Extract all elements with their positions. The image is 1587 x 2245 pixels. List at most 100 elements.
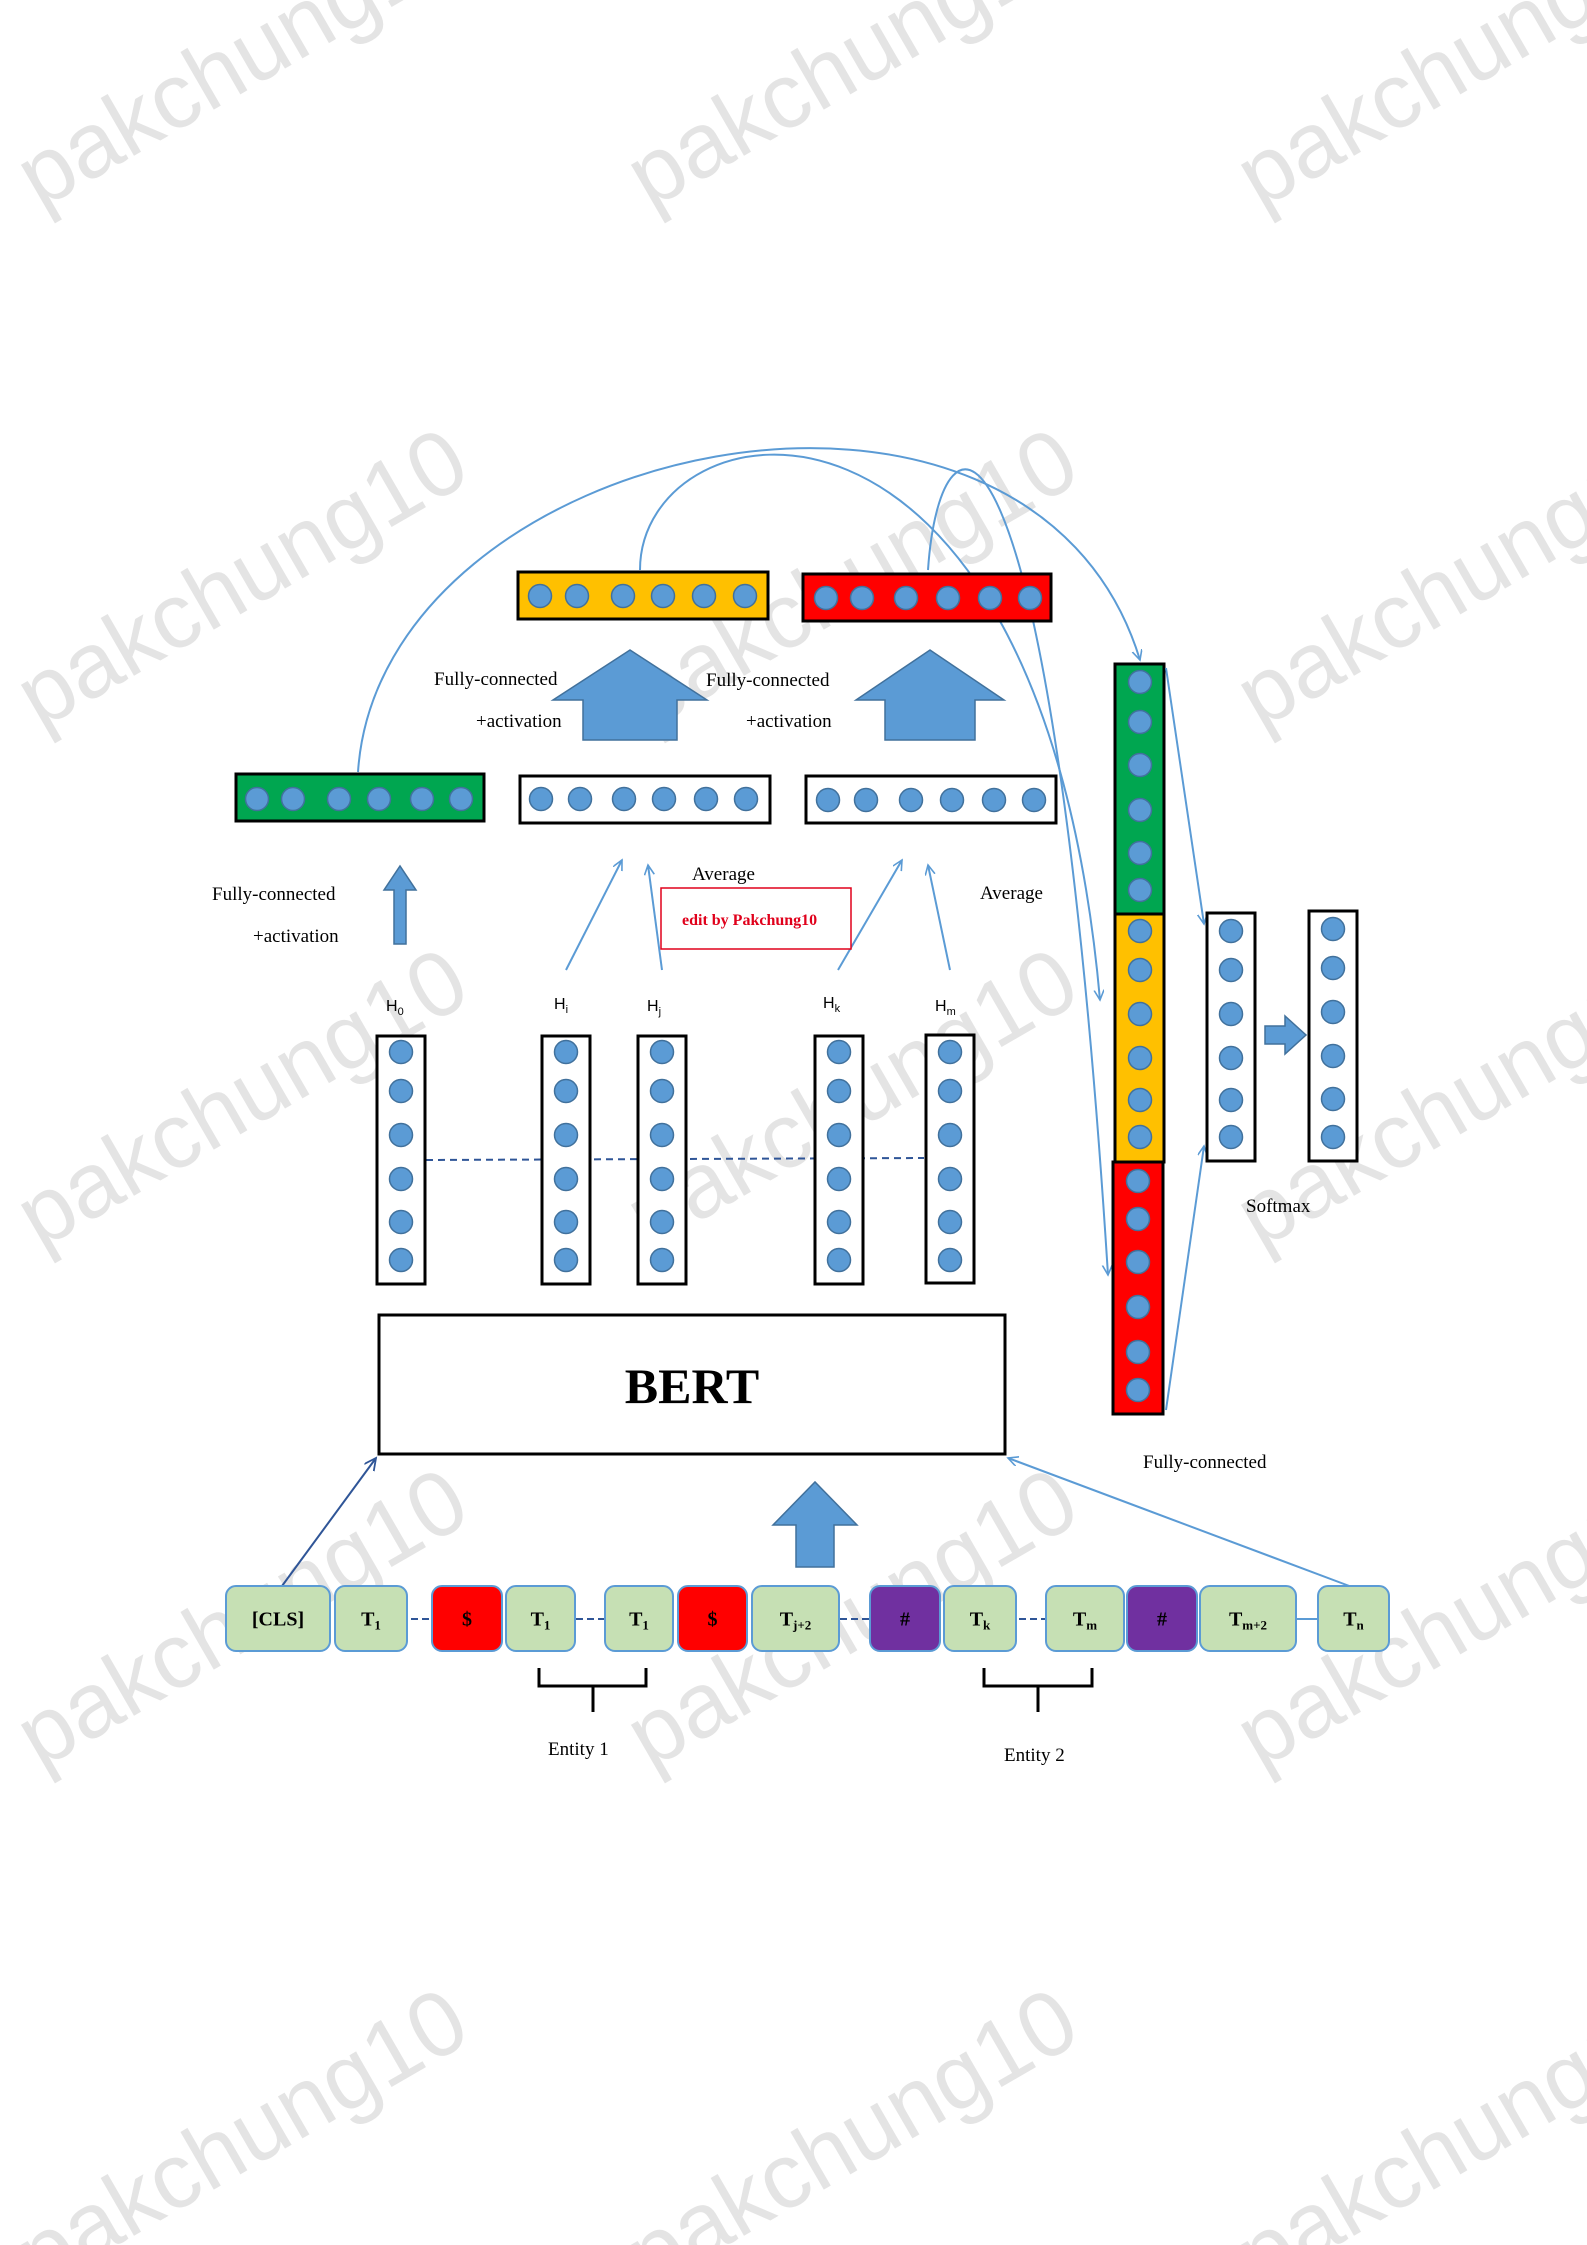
input-token-label: # — [1157, 1609, 1167, 1631]
vector-node — [366, 786, 392, 812]
yellow-vector-box — [516, 570, 770, 621]
entity-1-label: Entity 1 — [548, 1739, 609, 1760]
fc-up-arrow-entity1 — [550, 649, 710, 741]
fc-activation-label: +activation — [476, 711, 562, 732]
hidden-state-label: Hj — [647, 998, 661, 1018]
input-token-box — [677, 1585, 748, 1652]
input-token: $ — [431, 1585, 503, 1652]
vector-node — [388, 1247, 414, 1273]
vector-node — [937, 1122, 963, 1148]
hidden-state-column-hj — [636, 1034, 688, 1286]
avg-arrow-hj — [648, 865, 663, 971]
vector-node — [826, 1166, 852, 1192]
vector-node — [1127, 918, 1153, 944]
fully-connected-label: Fully-connected — [1143, 1452, 1267, 1473]
input-token-box — [751, 1585, 840, 1652]
input-token: # — [869, 1585, 941, 1652]
avg-vector-entity1 — [518, 774, 772, 825]
vector-node — [553, 1078, 579, 1104]
softmax-right-arrow — [1264, 1014, 1308, 1056]
block-arrows — [382, 649, 1308, 1568]
vector-node — [649, 1209, 675, 1235]
vector-node — [1127, 752, 1153, 778]
vector-node — [388, 1078, 414, 1104]
red-vector — [801, 572, 1053, 623]
average-label: Average — [692, 864, 755, 885]
fc-connector-bottom — [1165, 1146, 1204, 1411]
average-label: Average — [980, 883, 1043, 904]
tn-to-bert-arrow — [1008, 1458, 1353, 1588]
vector-node — [977, 585, 1003, 611]
vector-node — [1127, 1124, 1153, 1150]
input-token-label: T1 — [531, 1609, 551, 1633]
vector-node — [935, 585, 961, 611]
vector-node — [1127, 877, 1153, 903]
watermark: pakchung10 — [0, 1968, 484, 2245]
input-token-box — [943, 1585, 1017, 1652]
connector-yellow-to-concat — [639, 453, 1100, 1000]
entity-1-brace — [537, 1668, 648, 1712]
input-token-label: $ — [708, 1609, 718, 1631]
watermark: pakchung10 — [0, 0, 484, 227]
input-token-label: $ — [462, 1609, 472, 1631]
fc-output-column — [1205, 911, 1257, 1163]
vector-node — [732, 583, 758, 609]
vector-node — [567, 786, 593, 812]
input-token-box — [1199, 1585, 1297, 1652]
concatenated-vector — [1111, 662, 1166, 1416]
credit-box: edit by Pakchung10 — [660, 887, 852, 950]
vector-node — [937, 1209, 963, 1235]
entity-2-brace — [982, 1668, 1094, 1712]
input-token: T1 — [604, 1585, 674, 1652]
vector-node — [564, 583, 590, 609]
vector-node — [691, 583, 717, 609]
bert-encoder: BERT — [377, 1313, 1007, 1456]
vector-node — [937, 1078, 963, 1104]
input-token: $ — [677, 1585, 748, 1652]
vector-node — [1320, 1124, 1346, 1150]
vector-node — [1127, 797, 1153, 823]
vector-node — [1021, 787, 1047, 813]
bert-input-arrow — [771, 1480, 859, 1568]
vector-node — [409, 786, 435, 812]
fc-connector-top — [1165, 667, 1204, 924]
vector-node — [1320, 1043, 1346, 1069]
input-token: T1 — [334, 1585, 408, 1652]
fc-activation-label: +activation — [746, 711, 832, 732]
softmax-output-column — [1307, 909, 1359, 1163]
vector-node — [826, 1122, 852, 1148]
vector-node — [1127, 1001, 1153, 1027]
fc-activation-label: Fully-connected — [434, 669, 558, 690]
vector-node — [939, 787, 965, 813]
vector-node — [1320, 999, 1346, 1025]
concat-yellow-segment — [1113, 912, 1166, 1164]
fc-up-arrow-entity2 — [853, 649, 1007, 741]
input-token-box — [334, 1585, 408, 1652]
vector-node — [1125, 1206, 1151, 1232]
concat-green-segment — [1113, 662, 1166, 916]
avg-arrow-hk — [837, 860, 902, 971]
hidden-state-labels: H0 Hi Hj Hk Hm — [386, 995, 956, 1018]
vector-node — [937, 1039, 963, 1065]
input-token-label: T1 — [629, 1609, 649, 1633]
vector-node — [1218, 957, 1244, 983]
hidden-state-columns — [375, 1033, 976, 1286]
vector-node — [853, 787, 879, 813]
vector-node — [1127, 1087, 1153, 1113]
vector-node — [651, 786, 677, 812]
input-token-label: Tm — [1073, 1609, 1097, 1633]
input-token-label: # — [900, 1609, 910, 1631]
vector-node — [388, 1166, 414, 1192]
vector-node — [1125, 1249, 1151, 1275]
input-token: Tm+2 — [1199, 1585, 1297, 1652]
input-token-label: Tn — [1343, 1609, 1364, 1633]
hidden-state-column-h0 — [375, 1034, 427, 1286]
input-token: Tk — [943, 1585, 1017, 1652]
vector-node — [1218, 1045, 1244, 1071]
vector-node — [898, 787, 924, 813]
input-token: [CLS] — [225, 1585, 331, 1652]
cls-to-bert-arrow — [281, 1458, 376, 1587]
